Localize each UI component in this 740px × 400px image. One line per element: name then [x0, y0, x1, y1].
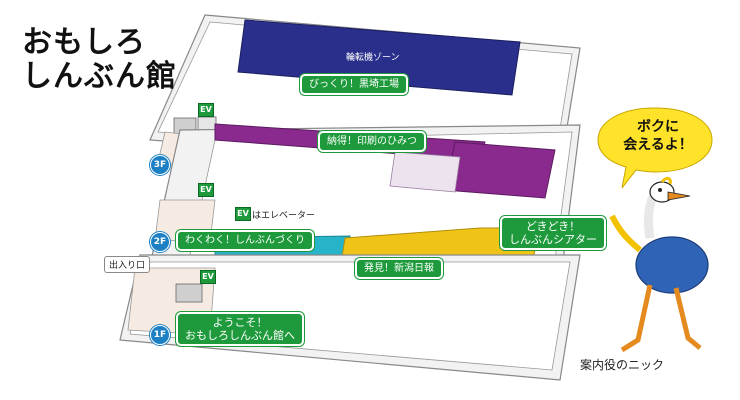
- making-zone-label[interactable]: わくわく！しんぶんづくり: [176, 230, 314, 251]
- stairs-1f: [175, 283, 203, 303]
- mascot-speech: ボクに 会えるよ！: [612, 118, 704, 154]
- mascot-caption: 案内役のニック: [580, 358, 665, 372]
- floor-badge-2f[interactable]: 2F: [150, 232, 170, 252]
- museum-title: おもしろ しんぶん館: [22, 26, 177, 94]
- welcome-label[interactable]: ようこそ！ おもしろしんぶん館へ: [176, 312, 304, 346]
- elevator-legend-text: はエレベーター: [252, 211, 316, 221]
- theater-label-line-1: どきどき！: [525, 220, 581, 233]
- kurosaki-zone-label[interactable]: びっくり！黒埼工場: [300, 74, 408, 95]
- elevator-icon-3f[interactable]: EV: [198, 103, 214, 117]
- speech-line-2: 会えるよ！: [623, 137, 693, 153]
- print-room[interactable]: [444, 141, 556, 199]
- theater-label-line-2: しんぶんシアター: [509, 233, 597, 246]
- floor-badge-1f[interactable]: 1F: [150, 325, 170, 345]
- elevator-icon-2f[interactable]: EV: [198, 183, 214, 197]
- niigata-zone-label[interactable]: 発見！新潟日報: [355, 258, 443, 279]
- welcome-label-line-1: ようこそ！: [212, 316, 268, 329]
- mascot-nick: [609, 176, 709, 353]
- elevator-legend-icon: EV: [235, 207, 251, 221]
- elevator-shaft-3f: [197, 116, 217, 132]
- welcome-label-line-2: おもしろしんぶん館へ: [185, 329, 295, 342]
- print-zone-label[interactable]: 納得！印刷のひみつ: [318, 131, 426, 152]
- speech-line-1: ボクに: [637, 119, 679, 135]
- print-room-light: [389, 151, 461, 193]
- title-line-1: おもしろ: [22, 25, 146, 60]
- title-line-2: しんぶん館: [22, 59, 177, 94]
- theater-zone-label[interactable]: どきどき！ しんぶんシアター: [500, 216, 606, 250]
- entrance-label: 出入り口: [104, 256, 151, 273]
- floor-badge-3f[interactable]: 3F: [150, 155, 170, 175]
- elevator-icon-1f[interactable]: EV: [200, 270, 216, 284]
- rotary-zone-label: 輪転機ゾーン: [346, 53, 400, 63]
- speech-bubble: [597, 107, 713, 189]
